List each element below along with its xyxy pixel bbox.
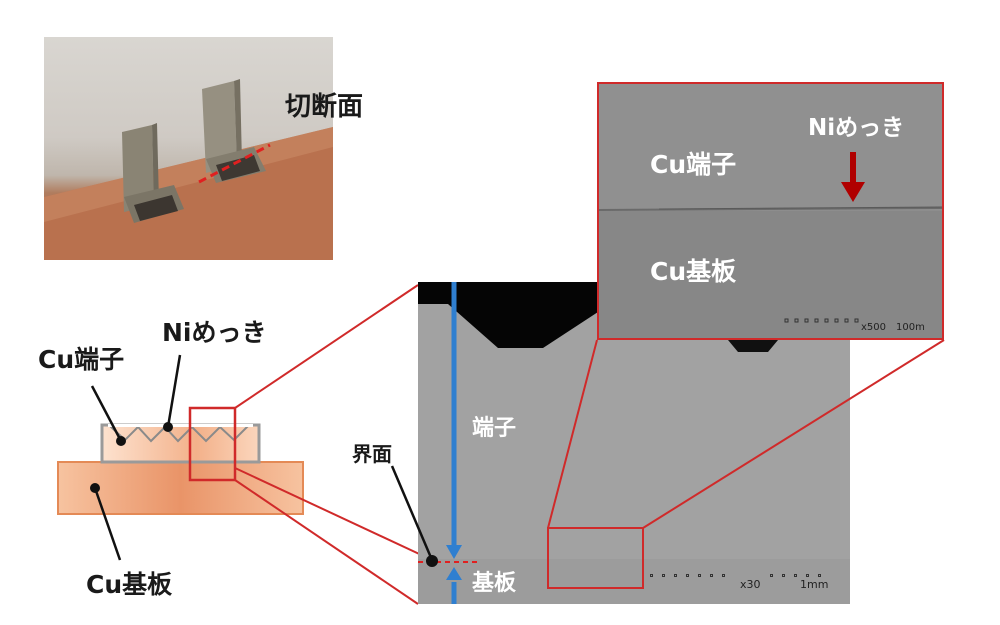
sem-inset-scale: 100m	[896, 322, 925, 333]
sem-inset-magnification: x500	[861, 322, 886, 333]
inset-plating-label: Niめっき	[808, 108, 904, 142]
inset-terminal-label: Cu端子	[650, 145, 736, 181]
inset-substrate-label: Cu基板	[650, 252, 736, 288]
